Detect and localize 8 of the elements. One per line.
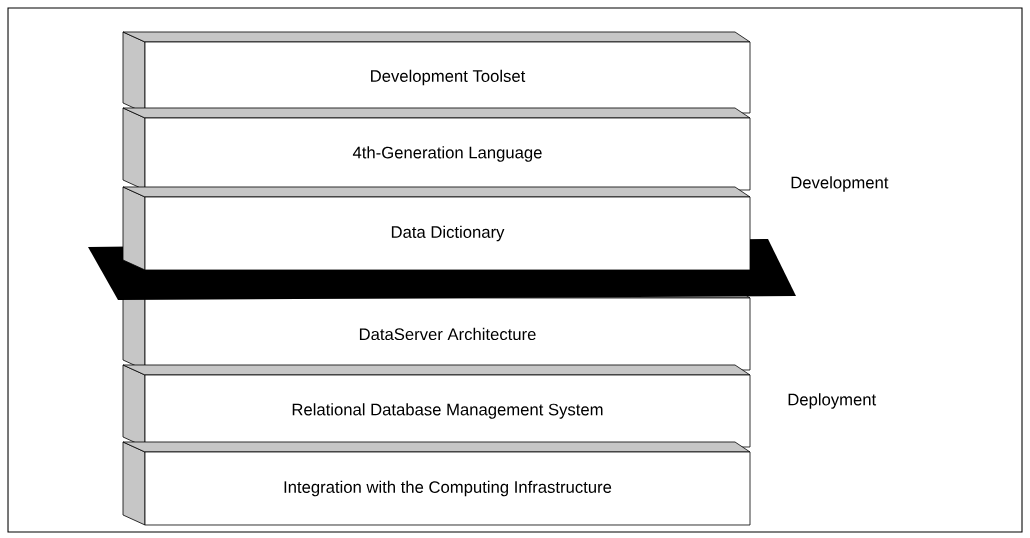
layer-slab: 4th-Generation Language <box>122 107 751 191</box>
layer-slab: Development Toolset <box>122 31 751 114</box>
layer-slab: Data Dictionary <box>122 186 751 271</box>
layer-group-label: Deployment <box>788 393 877 409</box>
layer-group-label: Development <box>791 176 889 192</box>
layer-slab: Integration with the Computing Infrastructure <box>122 441 751 526</box>
layer-slab: DataServer Architecture <box>122 287 751 371</box>
layer-slab: Relational Database Management System <box>122 364 751 448</box>
